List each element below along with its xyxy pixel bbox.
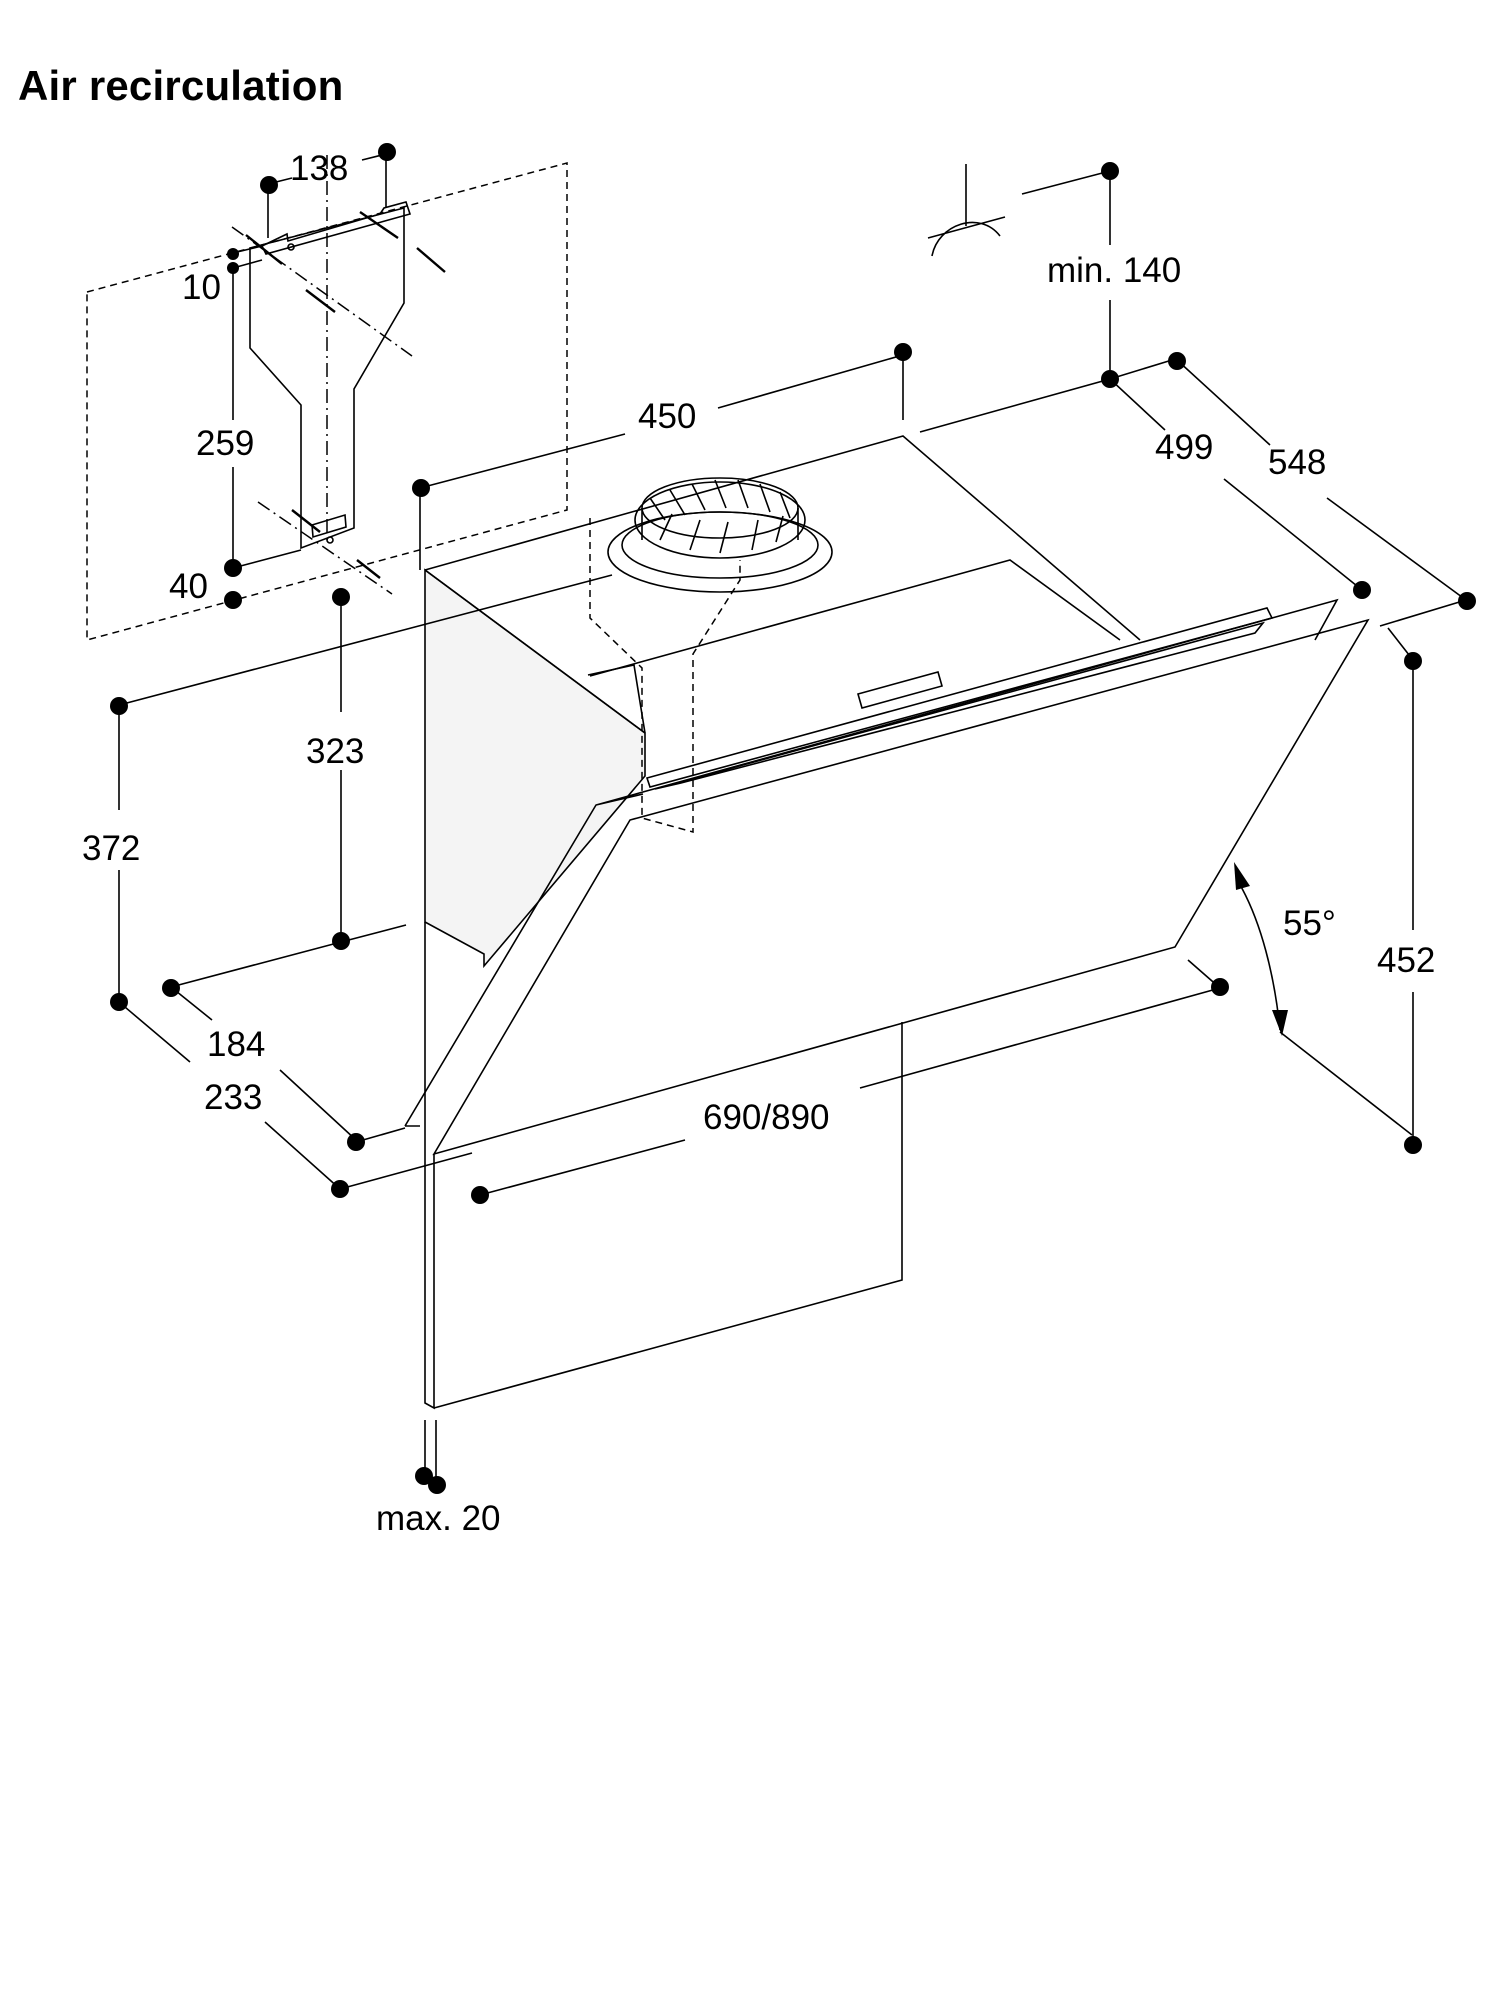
dim-690-dot-right — [1211, 978, 1229, 996]
dim-20-dot-right — [428, 1476, 446, 1494]
dim-line-140 — [1021, 170, 1111, 378]
page-title: Air recirculation — [18, 62, 344, 109]
dim-184-dot-far — [347, 1133, 365, 1151]
dim-690-890-label: 690/890 — [703, 1098, 830, 1137]
glass-panel — [404, 598, 1339, 1127]
dim-10-label: 10 — [182, 268, 221, 307]
bracket-wall-outline — [86, 162, 568, 641]
cooker-hood — [404, 435, 1370, 1410]
dim-40-dot-bottom — [224, 591, 242, 609]
dim-450: 450 — [412, 343, 912, 570]
dim-line-138 — [267, 152, 387, 238]
dim-452-label: 452 — [1377, 941, 1435, 980]
hood-top-recess — [589, 559, 1121, 677]
dim-138-label: 138 — [290, 149, 348, 188]
bracket-screw-top — [287, 243, 295, 251]
dim-line-259 — [232, 268, 302, 569]
dim-138-dot-right — [378, 143, 396, 161]
dim-184-233: 184 233 — [118, 979, 473, 1198]
dim-499-548: 499 548 — [919, 352, 1476, 627]
hidden-duct — [589, 518, 741, 833]
dim-499-dot-far — [1353, 581, 1371, 599]
ceiling-clearance: min. 140 — [927, 162, 1181, 388]
dim-372-dot-top — [110, 697, 128, 715]
dim-452-dot-top — [1404, 652, 1422, 670]
ceiling-lamp-symbol — [927, 164, 1006, 257]
dim-690-890: 690/890 — [471, 959, 1229, 1204]
hood-rear-column — [424, 922, 903, 1410]
bracket-body — [249, 206, 405, 550]
dim-452: 452 — [1377, 627, 1435, 1154]
bracket-screw-axis — [231, 226, 413, 595]
dim-233-label: 233 — [204, 1078, 262, 1117]
dim-184-label: 184 — [207, 1025, 265, 1064]
angle-arrow-bottom — [1272, 1010, 1288, 1036]
dim-690-dot-left — [471, 1186, 489, 1204]
dim-40-label: 40 — [169, 567, 208, 606]
dim-138-dot-left — [260, 176, 278, 194]
wall-bracket: 138 10 259 40 — [86, 143, 568, 641]
dim-20-dot-left — [415, 1467, 433, 1485]
dim-499-label: 499 — [1155, 428, 1213, 467]
dim-10-dot-top — [227, 248, 239, 260]
dim-372-label: 372 — [82, 829, 140, 868]
bracket-bottom-tab — [311, 513, 347, 539]
dim-259-label: 259 — [196, 424, 254, 463]
dim-233-dot-far — [331, 1180, 349, 1198]
dim-548-dot-far — [1458, 592, 1476, 610]
dim-259-dot-bottom — [224, 559, 242, 577]
dim-323-dot-bottom — [332, 932, 350, 950]
hood-filter-cover — [587, 664, 646, 734]
dim-140-dot-top — [1101, 162, 1119, 180]
dim-max-20: max. 20 — [376, 1420, 501, 1538]
dim-548-dot-near — [1168, 352, 1186, 370]
dim-548-label: 548 — [1268, 443, 1326, 482]
glass-panel-rim — [645, 607, 1274, 790]
dim-max-20-label: max. 20 — [376, 1499, 501, 1538]
dim-angle-55: 55° — [1234, 862, 1413, 1136]
dim-184-dot-near — [162, 979, 180, 997]
dim-450-dot-left — [412, 479, 430, 497]
fan-outlet — [607, 477, 833, 593]
glass-panel-front — [432, 618, 1370, 1156]
dim-angle-label: 55° — [1283, 904, 1336, 943]
angle-arrow-top — [1234, 862, 1250, 890]
hood-handle-tab — [857, 671, 943, 709]
dim-323-dot-top — [332, 588, 350, 606]
dim-450-dot-right — [894, 343, 912, 361]
bracket-top-flange — [260, 201, 412, 255]
dim-452-dot-bottom — [1404, 1136, 1422, 1154]
dim-140-label: min. 140 — [1047, 251, 1181, 290]
hood-top-surface — [424, 435, 1141, 734]
dim-323-label: 323 — [306, 732, 364, 771]
dim-450-label: 450 — [638, 397, 696, 436]
dim-323-372: 323 372 — [82, 574, 613, 1011]
